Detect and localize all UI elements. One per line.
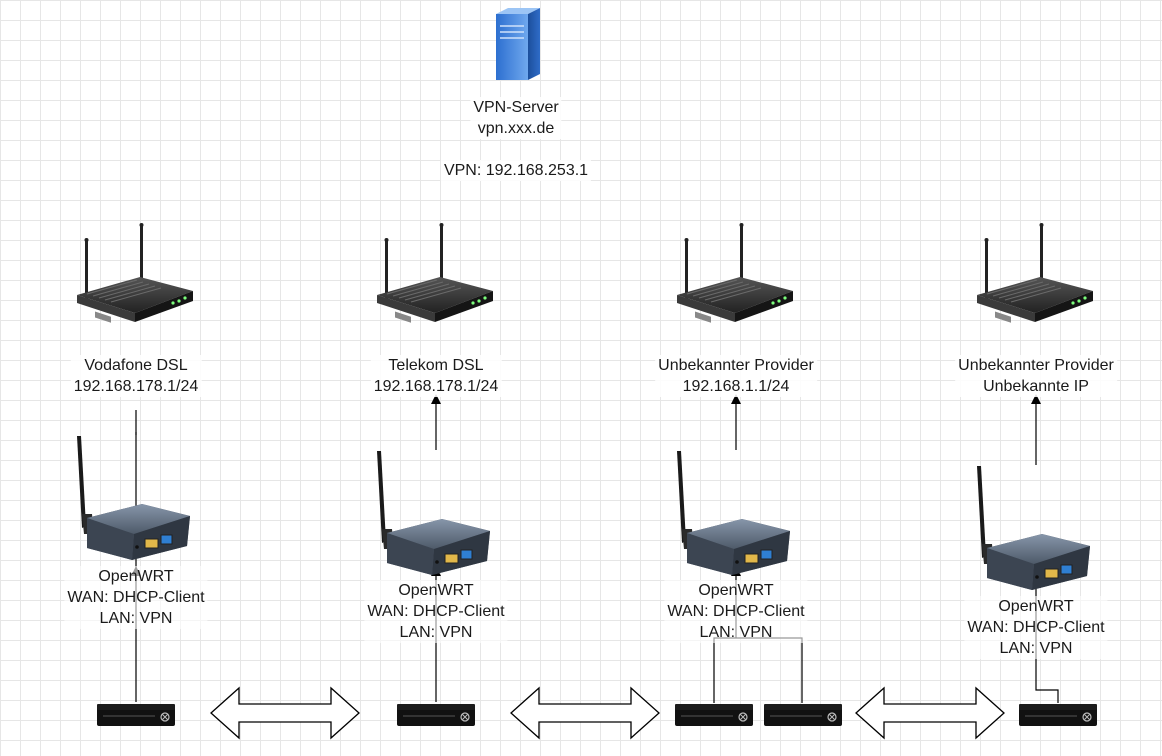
server-name: VPN-Server [473,99,559,116]
arrowhead [431,394,441,404]
provider-ip: 192.168.178.1/24 [73,378,199,395]
dsl-router-icon [76,222,194,324]
provider-label: Unbekannter Provider 192.168.1.1/24 [655,355,817,397]
openwrt-lan: LAN: VPN [99,610,173,627]
game-console-icon [1018,703,1098,727]
server-host: vpn.xxx.de [477,120,555,137]
openwrt-lan: LAN: VPN [399,624,473,641]
connector-line [713,637,803,703]
double-arrow-icon [855,687,1005,739]
double-arrow-icon [510,687,660,739]
openwrt-label: OpenWRT WAN: DHCP-Client LAN: VPN [364,580,508,643]
openwrt-name: OpenWRT [98,568,174,585]
double-arrow-icon [210,687,360,739]
provider-label: Unbekannter Provider Unbekannte IP [955,355,1117,397]
arrowhead [731,394,741,404]
openwrt-name: OpenWRT [998,598,1074,615]
provider-label: Telekom DSL 192.168.178.1/24 [370,355,502,397]
openwrt-wan: WAN: DHCP-Client [67,589,205,606]
provider-label: Vodafone DSL 192.168.178.1/24 [70,355,202,397]
openwrt-label: OpenWRT WAN: DHCP-Client LAN: VPN [664,580,808,643]
provider-name: Unbekannter Provider [658,357,814,374]
provider-name: Unbekannter Provider [958,357,1114,374]
openwrt-router-icon [376,450,491,576]
game-console-icon [396,703,476,727]
game-console-icon [674,703,754,727]
provider-ip: 192.168.178.1/24 [373,378,499,395]
openwrt-wan: WAN: DHCP-Client [967,619,1105,636]
game-console-icon [96,703,176,727]
arrowhead [1031,394,1041,404]
dsl-router-icon [976,222,1094,324]
openwrt-label: OpenWRT WAN: DHCP-Client LAN: VPN [964,596,1108,659]
openwrt-name: OpenWRT [398,582,474,599]
openwrt-router-icon [76,435,191,561]
game-console-icon [763,703,843,727]
openwrt-router-icon [676,450,791,576]
server-vpn-ip: VPN: 192.168.253.1 [440,160,592,181]
dsl-router-icon [676,222,794,324]
server-label: VPN-Server vpn.xxx.de [470,97,562,139]
openwrt-lan: LAN: VPN [699,624,773,641]
openwrt-wan: WAN: DHCP-Client [667,603,805,620]
openwrt-lan: LAN: VPN [999,640,1073,657]
dsl-router-icon [376,222,494,324]
server-tower-icon [495,7,541,81]
provider-ip: 192.168.1.1/24 [682,378,790,395]
openwrt-label: OpenWRT WAN: DHCP-Client LAN: VPN [64,566,208,629]
provider-name: Vodafone DSL [84,357,188,374]
openwrt-router-icon [976,465,1091,591]
provider-ip: Unbekannte IP [983,378,1089,395]
openwrt-name: OpenWRT [698,582,774,599]
provider-name: Telekom DSL [388,357,484,374]
openwrt-wan: WAN: DHCP-Client [367,603,505,620]
